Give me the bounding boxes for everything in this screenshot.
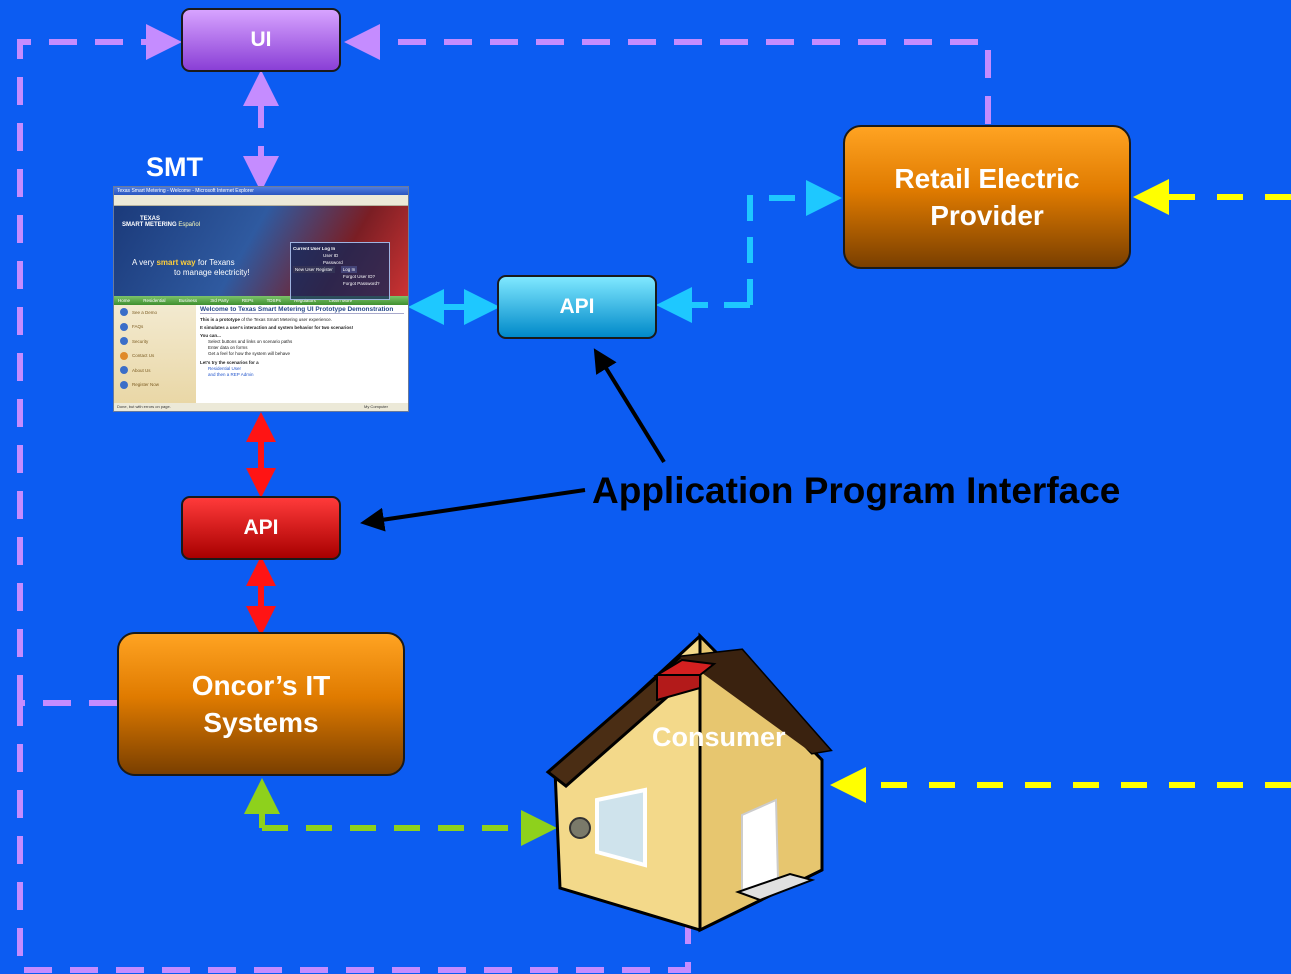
yellow-links (830, 179, 1291, 803)
sidebar-item[interactable]: See a Demo (114, 305, 196, 320)
brand-lang: Español (178, 222, 201, 228)
api-smt-label: API (243, 516, 279, 539)
tagline-bold: smart way (156, 258, 196, 267)
brand-smart-metering: SMART METERING (122, 222, 177, 228)
faq-icon (120, 322, 128, 331)
sidebar-item[interactable]: Register Now (114, 378, 196, 393)
api-rep-node: API (497, 275, 657, 339)
ui-node: UI (181, 8, 341, 72)
smt-content: See a Demo FAQs Security Contact Us Abou… (114, 305, 408, 403)
tagline-pre: A very (132, 258, 155, 267)
smt-label: SMT (146, 152, 203, 182)
contact-icon (120, 351, 128, 360)
ui-node-label: UI (250, 28, 272, 51)
tagline-post: for Texans (197, 258, 235, 267)
forgot-password-link[interactable]: Forgot Password? (343, 281, 380, 286)
browser-toolbar (114, 195, 408, 206)
nav-item[interactable]: Learn More (329, 298, 353, 303)
smt-heading: Welcome to Texas Smart Metering UI Proto… (200, 306, 404, 314)
smt-p3: You can... (200, 333, 221, 338)
nav-item[interactable]: Regulators (294, 298, 316, 303)
smt-bullet: Get a feel for how the system will behav… (208, 351, 291, 356)
sidebar-item[interactable]: FAQs (114, 320, 196, 335)
smt-bullet: Enter data on forms (208, 345, 248, 350)
demo-icon (120, 308, 128, 317)
brand-texas: TEXAS (140, 216, 161, 222)
smt-tagline: A very smart way for Texans to manage el… (132, 258, 250, 278)
sidebar-item[interactable]: Security (114, 334, 196, 349)
login-user-label: User ID (323, 253, 339, 258)
house-icon (545, 632, 833, 933)
consumer-label: Consumer (652, 722, 786, 752)
oncor-it-systems-node: Oncor’s IT Systems (117, 632, 405, 776)
cyan-links (408, 180, 842, 325)
api-rep-label: API (559, 295, 595, 318)
new-user-button[interactable]: New User Register (293, 266, 335, 273)
login-password-label: Password (323, 260, 343, 265)
nav-item[interactable]: TDSPs (266, 298, 281, 303)
ui-feedback-loop (17, 24, 991, 973)
smt-link-rep[interactable]: and then a REP Admin (208, 372, 254, 377)
login-button[interactable]: Log In (340, 266, 358, 273)
browser-titlebar: Texas Smart Metering - Welcome - Microso… (114, 187, 408, 195)
oncor-label: Oncor’s IT Systems (191, 670, 331, 738)
smt-sidebar: See a Demo FAQs Security Contact Us Abou… (114, 305, 196, 403)
retail-electric-provider-node: Retail Electric Provider (843, 125, 1131, 269)
smt-nav: Home Residential Business 3rd Party REPs… (114, 296, 408, 305)
smt-main: Welcome to Texas Smart Metering UI Proto… (200, 306, 404, 378)
api-smt-node: API (181, 496, 341, 560)
forgot-user-link[interactable]: Forgot User ID? (343, 274, 376, 279)
smt-screenshot: Texas Smart Metering - Welcome - Microso… (113, 186, 409, 412)
lock-icon (120, 337, 128, 346)
annotation-label: Application Program Interface (592, 470, 1121, 511)
browser-statusbar: Done, but with errors on page. My Comput… (114, 403, 408, 411)
arrow-icon (120, 380, 128, 389)
smt-link-residential[interactable]: Residential User (208, 366, 242, 371)
status-left: Done, but with errors on page. (117, 404, 171, 409)
login-panel: Current User Log In User ID Password New… (290, 242, 390, 300)
nav-item[interactable]: 3rd Party (210, 298, 229, 303)
sidebar-item[interactable]: About Us (114, 363, 196, 378)
green-link (244, 778, 557, 846)
nav-item[interactable]: Residential (143, 298, 166, 303)
sidebar-item[interactable]: Contact Us (114, 349, 196, 364)
annotation-arrows (360, 348, 666, 532)
smt-p2: It simulates a user's interaction and sy… (200, 325, 354, 330)
rep-label: Retail Electric Provider (894, 163, 1080, 231)
login-title: Current User Log In (293, 246, 336, 251)
nav-item[interactable]: REPs (241, 298, 254, 303)
info-icon (120, 366, 128, 375)
smt-brand: TEXAS SMART METERING Español (122, 216, 200, 228)
nav-item[interactable]: Business (178, 298, 198, 303)
smt-banner: TEXAS SMART METERING Español A very smar… (114, 206, 408, 300)
nav-item[interactable]: Home (118, 298, 131, 303)
smt-bullet: Select buttons and links on scenario pat… (208, 339, 293, 344)
status-right: My Computer (363, 404, 388, 409)
smt-p4: Let's try the scenarios for a (200, 360, 259, 365)
smt-intro: This is a prototype of the Texas Smart M… (200, 317, 332, 322)
tagline-line2: to manage electricity! (174, 268, 250, 277)
